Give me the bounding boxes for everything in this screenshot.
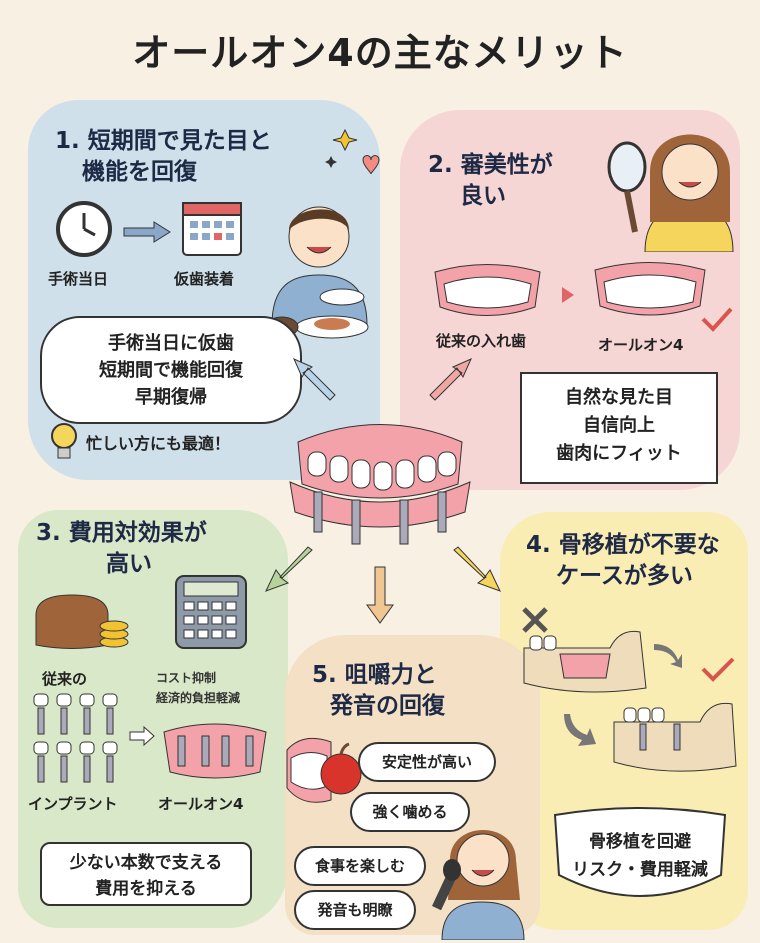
lightbulb-icon — [51, 423, 77, 459]
tip-text: 忙しい方にも最適！ — [86, 434, 231, 453]
arrow-right-icon — [129, 725, 155, 747]
woman-microphone-illustration — [432, 830, 525, 940]
arrow-down-right-icon — [453, 546, 501, 592]
speech-bubble: 発音も明瞭 — [294, 890, 416, 930]
speech-bubble: 安定性が高い — [358, 742, 496, 782]
section2-heading-line1: 2. 審美性が — [428, 152, 553, 178]
jaw-implant-icon — [613, 702, 737, 772]
cloud-line: 手術当日に仮歯 — [108, 333, 234, 354]
all-on-4-denture-illustration — [289, 424, 471, 545]
label-all-on-4-cost: オールオン4 — [158, 795, 244, 813]
arrow-down-right-icon — [564, 714, 596, 746]
section3-heading-line2: 高い — [106, 551, 152, 577]
recovery-cloud: 手術当日に仮歯 短期間で機能回復 早期復帰 — [40, 316, 302, 424]
shield-line: 骨移植を回避 — [589, 832, 691, 852]
calendar-icon — [182, 202, 242, 256]
cost-tag: 少ない本数で支える 費用を抑える — [40, 842, 252, 906]
label-implant: インプラント — [28, 795, 118, 813]
old-denture-icon — [434, 264, 541, 316]
label-conventional: 従来の — [42, 670, 88, 688]
label-all-on-4: オールオン4 — [598, 336, 684, 354]
woman-mirror-illustration — [607, 134, 734, 252]
page-title: オールオン4の主なメリット — [132, 31, 628, 75]
shield-icon — [553, 807, 727, 897]
mouth-apple-icon — [286, 737, 362, 803]
shield-line: リスク・費用軽減 — [572, 860, 708, 880]
checkmark-icon — [701, 307, 733, 332]
clock-icon — [56, 201, 112, 257]
sparkle-icon — [325, 128, 380, 175]
speech-bubble: 食事を楽しむ — [294, 846, 426, 886]
section4-heading-line2: ケースが多い — [556, 563, 693, 589]
section4-heading-line1: 4. 骨移植が不要な — [526, 532, 720, 558]
shield-text: 骨移植を回避 リスク・費用軽減 — [545, 828, 735, 884]
man-eating-illustration — [271, 206, 368, 325]
cost-note: コスト抑制 経済的負担軽減 — [156, 668, 240, 708]
label-conventional-denture: 従来の入れ歯 — [436, 332, 527, 350]
arrow-down-left-icon — [265, 546, 313, 592]
section3-heading-line1: 3. 費用対効果が — [36, 520, 207, 546]
arrow-right-icon — [562, 287, 574, 303]
section1-heading-line1: 1. 短期間で見た目と — [55, 128, 272, 154]
speech-bubble: 強く噛める — [350, 792, 470, 832]
meal-plate-icon — [265, 315, 369, 339]
ribbon-line: 歯肉にフィット — [556, 443, 682, 464]
label-surgery-day: 手術当日 — [48, 270, 109, 288]
arrow-down-icon — [366, 566, 394, 624]
calculator-icon — [175, 575, 247, 649]
arrow-up-left-icon — [293, 358, 336, 401]
ribbon-line: 自信向上 — [583, 415, 655, 436]
note-line: 経済的負担軽減 — [156, 691, 241, 705]
note-line: コスト抑制 — [156, 671, 217, 685]
tag-line: 少ない本数で支える — [69, 853, 223, 873]
implants-many-icon — [33, 693, 118, 783]
section5-heading-line2: 発音の回復 — [330, 693, 445, 719]
jaw-bone-graft-icon — [523, 630, 647, 693]
arrow-right-icon — [654, 644, 682, 668]
coin-purse-icon — [35, 594, 129, 649]
arrow-right-icon — [123, 221, 171, 243]
section2-heading-line2: 良い — [460, 183, 506, 209]
all-on-4-jaw-icon — [163, 723, 267, 779]
section5-heading-line1: 5. 咀嚼力と — [312, 662, 437, 688]
ribbon-line: 自然な見た目 — [565, 387, 673, 408]
section1-heading-line2: 機能を回復 — [82, 159, 197, 185]
new-denture-icon — [594, 262, 706, 316]
tag-line: 費用を抑える — [95, 879, 197, 899]
cloud-line: 短期間で機能回復 — [99, 360, 243, 381]
checkmark-icon — [701, 657, 735, 682]
cross-icon — [522, 607, 548, 633]
arrow-up-right-icon — [429, 358, 472, 401]
label-temporary-teeth: 仮歯装着 — [174, 270, 235, 288]
aesthetics-ribbon: 自然な見た目 自信向上 歯肉にフィット — [520, 372, 718, 484]
cloud-line: 早期復帰 — [135, 387, 207, 408]
